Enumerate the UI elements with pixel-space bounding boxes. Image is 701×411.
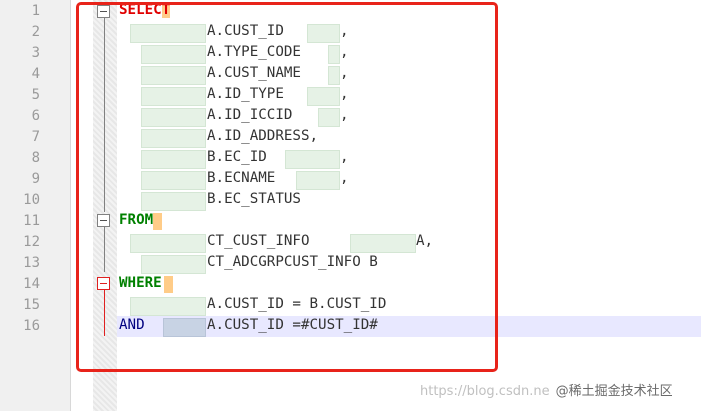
line-number: 16 (23, 318, 40, 334)
watermark-url: https://blog.csdn.ne (420, 384, 550, 399)
whitespace-marker (318, 108, 340, 127)
code-alias: A, (416, 233, 434, 249)
code-line[interactable]: A.CUST_ID = B.CUST_ID (207, 296, 386, 312)
fold-guide-line (104, 226, 105, 272)
bracket-match-marker (153, 213, 162, 230)
code-line[interactable]: B.EC_ID (207, 149, 267, 165)
line-number-gutter: 1 2 3 4 5 6 7 8 9 10 11 12 13 14 15 16 (0, 0, 71, 411)
sql-keyword: T (161, 2, 171, 18)
whitespace-marker (307, 24, 340, 43)
whitespace-marker (141, 87, 206, 106)
code-text: A.ID_ICCID (207, 107, 293, 123)
code-line[interactable]: WHERE (119, 275, 162, 291)
code-comma: , (340, 44, 349, 60)
whitespace-marker (285, 150, 340, 169)
code-text: A.CUST_ID =#CUST_ID# (207, 317, 378, 333)
code-line[interactable]: A.ID_ADDRESS, (207, 128, 318, 144)
code-text: CT_CUST_INFO (207, 233, 310, 249)
code-text: B.ECNAME (207, 170, 276, 186)
line-number: 4 (31, 66, 40, 82)
code-line[interactable]: FROM (119, 212, 153, 228)
whitespace-marker (163, 318, 206, 337)
fold-guide-line (104, 290, 105, 336)
whitespace-marker (141, 45, 206, 64)
current-line-highlight (117, 316, 701, 337)
whitespace-marker (328, 66, 340, 85)
code-line[interactable]: A.ID_ICCID (207, 107, 292, 123)
code-line[interactable]: CT_CUST_INFO (207, 233, 310, 249)
whitespace-marker (130, 234, 206, 253)
code-text: A.CUST_ID (207, 23, 284, 39)
whitespace-marker (141, 66, 206, 85)
whitespace-marker (141, 108, 206, 127)
code-text: A.CUST_NAME (207, 65, 301, 81)
fold-toggle-where-icon[interactable] (97, 277, 110, 290)
fold-toggle-select-icon[interactable] (97, 5, 110, 18)
fold-toggle-from-icon[interactable] (97, 214, 110, 227)
line-number: 10 (23, 192, 40, 208)
code-comma: , (340, 23, 349, 39)
line-number: 3 (31, 45, 40, 61)
line-number: 11 (23, 213, 40, 229)
sql-keyword: FROM (119, 212, 154, 228)
watermark-brand: @稀土掘金技术社区 (555, 384, 673, 399)
sql-keyword: WHERE (119, 275, 162, 291)
code-line[interactable]: B.ECNAME (207, 170, 275, 186)
line-number: 13 (23, 255, 40, 271)
whitespace-marker (130, 24, 206, 43)
code-text: B.EC_ID (207, 149, 267, 165)
code-text: CT_ADCGRPCUST_INFO B (207, 254, 378, 270)
line-number: 14 (23, 276, 40, 292)
line-number: 5 (31, 87, 40, 103)
line-number: 7 (31, 129, 40, 145)
code-line[interactable]: A.ID_TYPE (207, 86, 284, 102)
whitespace-marker (328, 45, 340, 64)
bracket-match-marker (164, 276, 173, 293)
sql-keyword: AND (119, 317, 145, 333)
code-text: B.EC_STATUS (207, 191, 301, 207)
fold-guide-line (104, 16, 105, 212)
whitespace-marker (141, 255, 206, 274)
code-line[interactable]: SELECT (119, 2, 171, 18)
code-text: A.CUST_ID = B.CUST_ID (207, 296, 387, 312)
line-number: 9 (31, 171, 40, 187)
fold-margin (93, 0, 117, 411)
whitespace-marker (141, 129, 206, 148)
code-comma: , (340, 107, 349, 123)
whitespace-marker (141, 150, 206, 169)
whitespace-marker (141, 171, 206, 190)
line-number: 6 (31, 108, 40, 124)
code-comma: , (340, 65, 349, 81)
code-line[interactable]: A.TYPE_CODE (207, 44, 301, 60)
line-number: 12 (23, 234, 40, 250)
whitespace-marker (296, 171, 340, 190)
whitespace-marker (350, 234, 416, 253)
whitespace-marker (141, 192, 206, 211)
line-number: 15 (23, 297, 40, 313)
code-comma: , (340, 170, 349, 186)
code-line[interactable]: AND (119, 317, 145, 333)
code-comma: , (340, 149, 349, 165)
sql-keyword: SELEC (119, 2, 162, 18)
line-number: 2 (31, 24, 40, 40)
code-line[interactable]: B.EC_STATUS (207, 191, 301, 207)
annotation-highlight-box (76, 2, 498, 372)
code-line[interactable]: A.CUST_NAME (207, 65, 301, 81)
code-line[interactable]: A.CUST_ID (207, 23, 284, 39)
watermark: https://blog.csdn.ne @稀土掘金技术社区 (420, 380, 673, 399)
whitespace-marker (130, 297, 206, 316)
code-text: A.TYPE_CODE (207, 44, 301, 60)
code-comma: , (340, 86, 349, 102)
code-line[interactable]: CT_ADCGRPCUST_INFO B (207, 254, 378, 270)
line-number: 1 (31, 3, 40, 19)
whitespace-marker (307, 87, 340, 106)
line-number: 8 (31, 150, 40, 166)
code-text: A.ID_ADDRESS, (207, 128, 319, 144)
code-text: A.ID_TYPE (207, 86, 284, 102)
